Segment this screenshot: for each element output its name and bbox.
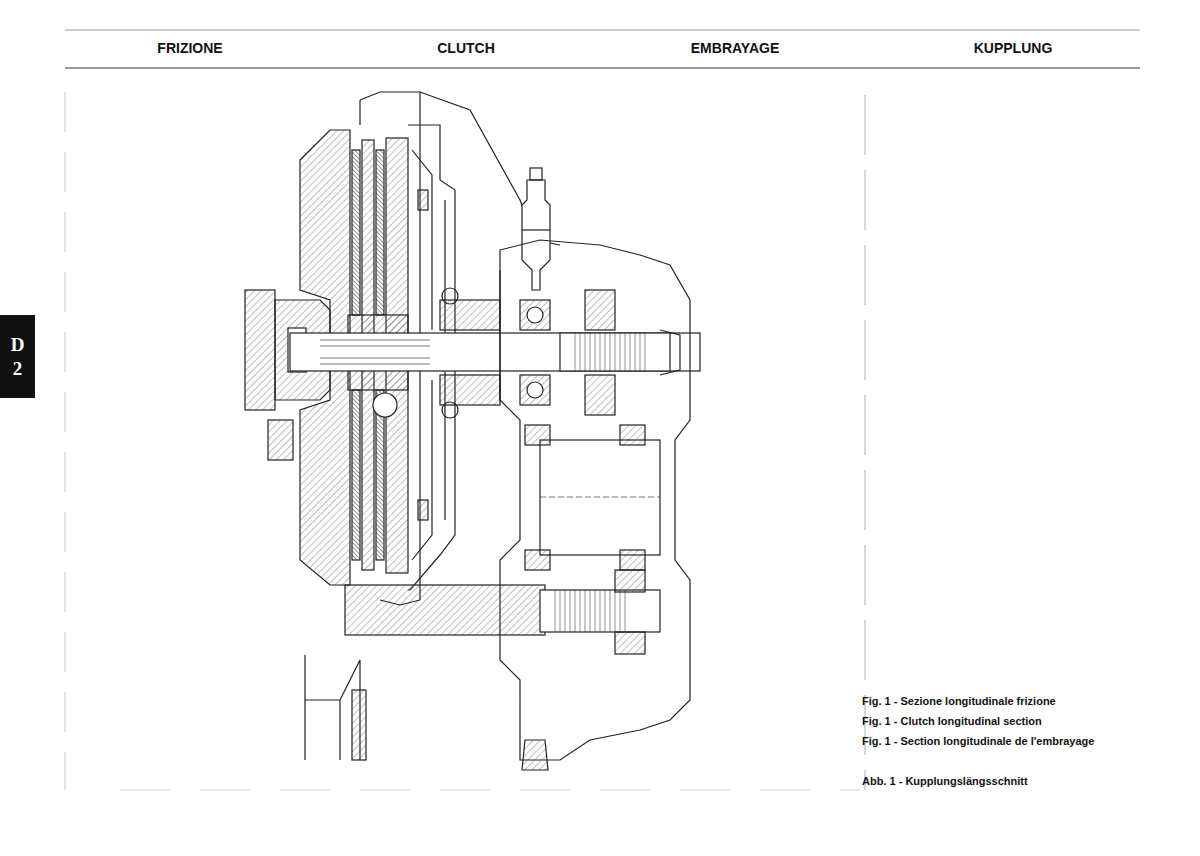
section-heading: KUPPLUNG	[974, 40, 1053, 56]
section-tab: D2	[0, 315, 35, 398]
section-number: 2	[13, 357, 23, 381]
figure-caption: Abb. 1 - Kupplungslängsschnitt	[862, 775, 1142, 788]
figure-caption: Fig. 1 - Section longitudinale de l'embr…	[862, 735, 1142, 748]
figure-caption: Fig. 1 - Sezione longitudinale frizione	[862, 695, 1142, 708]
section-heading: CLUTCH	[437, 40, 495, 56]
figure-caption: Fig. 1 - Clutch longitudinal section	[862, 715, 1142, 728]
section-number: D	[11, 333, 25, 357]
section-heading: FRIZIONE	[157, 40, 222, 56]
section-heading: EMBRAYAGE	[691, 40, 779, 56]
